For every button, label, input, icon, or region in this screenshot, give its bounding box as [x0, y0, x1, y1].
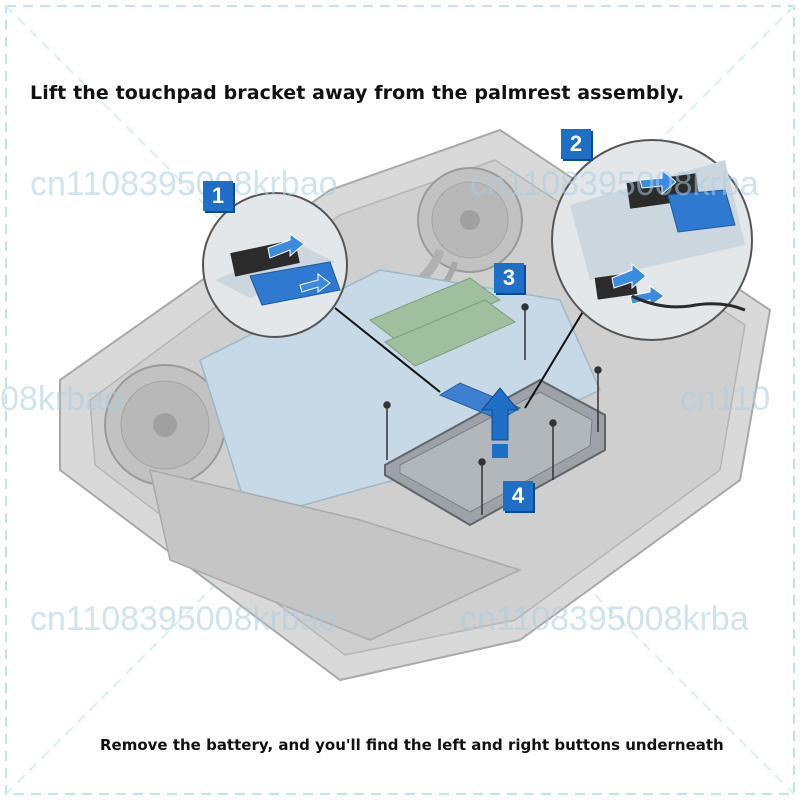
screw-set	[383, 303, 602, 515]
battery-area	[149, 468, 523, 641]
step-badge-3: 3	[494, 263, 524, 293]
step-badge-1: 1	[203, 181, 233, 211]
fan-left	[104, 364, 226, 486]
fan-top	[417, 167, 523, 273]
zoom-bubble-left	[202, 192, 348, 338]
step-badge-4: 4	[503, 481, 533, 511]
zoom-bubble-right	[551, 139, 753, 341]
instruction-footer: Remove the battery, and you'll find the …	[100, 736, 724, 754]
ram-modules	[369, 277, 516, 367]
lift-arrow	[480, 387, 520, 458]
callout-line-2	[524, 299, 591, 409]
instruction-heading: Lift the touchpad bracket away from the …	[30, 82, 685, 104]
callout-line-1	[334, 307, 441, 393]
step-badge-2: 2	[561, 129, 591, 159]
